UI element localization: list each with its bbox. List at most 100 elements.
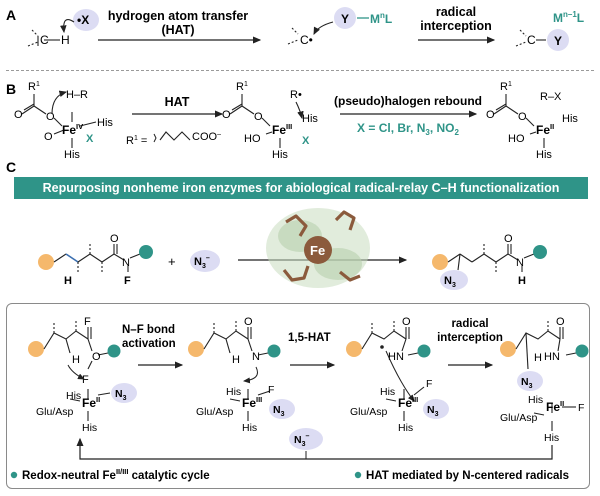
- azide-label: N3–: [194, 255, 210, 270]
- svg-text:His: His: [380, 386, 395, 398]
- complex-2: O N H His FeIII F Glu/Asp His N3: [188, 316, 295, 434]
- fe-iii-center-3: FeIII: [398, 395, 418, 410]
- svg-text:H–R: H–R: [66, 89, 88, 101]
- svg-text:His: His: [302, 113, 318, 125]
- catalytic-cycle: F O H F His FeII Glu/Asp His N3 N–F bond…: [10, 316, 589, 482]
- svg-text:O: O: [14, 109, 23, 121]
- svg-text:H: H: [232, 354, 240, 366]
- metal-label: MnL: [370, 11, 392, 26]
- svg-text:His: His: [528, 394, 543, 406]
- panel-c-label-svg: C: [6, 159, 16, 175]
- svg-text:His: His: [536, 149, 552, 161]
- step1-label-2: activation: [122, 338, 176, 350]
- svg-text:His: His: [64, 149, 80, 161]
- product-metal: Mn–1L: [553, 10, 584, 25]
- panel-c-banner: Repurposing nonheme iron enzymes for abi…: [14, 177, 588, 199]
- fe-ii-center-1: FeII: [82, 395, 100, 410]
- svg-text:N3: N3: [444, 275, 456, 289]
- legend-right-bullet: [354, 471, 362, 479]
- hat-arrow-label-1: hydrogen atom transfer: [108, 9, 248, 23]
- azide-bubble: [190, 250, 220, 272]
- svg-text:R: R: [500, 81, 508, 93]
- svg-text:R•: R•: [290, 89, 302, 101]
- svg-text:HN: HN: [544, 351, 560, 363]
- panel-c-label: C: [6, 159, 16, 175]
- svg-text:O: O: [504, 233, 513, 245]
- y-bubble: [334, 7, 356, 29]
- rebound-label: (pseudo)halogen rebound: [334, 94, 482, 108]
- svg-text:His: His: [398, 422, 413, 434]
- svg-text:F: F: [84, 316, 91, 328]
- svg-text:O: O: [556, 316, 565, 328]
- product-c: C: [527, 33, 536, 47]
- svg-text:N3: N3: [273, 404, 285, 418]
- svg-text:His: His: [66, 390, 81, 402]
- panel-c-reaction: O N F H + N3– Fe: [38, 208, 547, 290]
- panel-a-label: A: [6, 7, 16, 23]
- svg-text:X: X: [302, 135, 310, 147]
- svg-text:O: O: [46, 111, 55, 123]
- svg-text:N: N: [516, 257, 524, 269]
- product-azide: O N H N3: [432, 233, 547, 290]
- svg-text:N: N: [252, 351, 260, 363]
- svg-text:F: F: [268, 384, 274, 396]
- plus-sign: +: [168, 254, 176, 269]
- product-carbon: [515, 29, 546, 47]
- svg-text:N3: N3: [427, 404, 439, 418]
- curved-arrow-intercept: [313, 21, 334, 35]
- catalytic-cycle-box: [6, 303, 590, 489]
- substrate-ch: [27, 29, 60, 47]
- x-radical-bubble: [73, 9, 99, 31]
- panel-a: A C H •X hydrogen atom transfer (HAT) C•…: [6, 5, 584, 51]
- complex-4: O HN H N3 His FeII F Glu/Asp His: [500, 316, 589, 444]
- r1-definition: R1 = COO–: [126, 131, 221, 147]
- y-label: Y: [341, 12, 349, 26]
- svg-text:1: 1: [508, 81, 512, 88]
- cycle-return-arrow: [76, 437, 553, 460]
- step1-label-1: N–F bond: [122, 324, 175, 336]
- svg-text:N: N: [122, 257, 130, 269]
- fe-ii-label: FeII: [536, 122, 554, 137]
- svg-text:R: R: [236, 81, 244, 93]
- svg-text:Glu/Asp: Glu/Asp: [196, 406, 234, 418]
- svg-text:H: H: [64, 275, 72, 287]
- panel-b-label: B: [6, 81, 16, 97]
- svg-text:Glu/Asp: Glu/Asp: [36, 406, 74, 418]
- complex-3: O HN His FeIII F Glu/Asp His N3: [346, 316, 449, 434]
- svg-text:His: His: [562, 113, 578, 125]
- svg-text:F: F: [124, 275, 131, 287]
- svg-text:HN: HN: [388, 351, 404, 363]
- svg-text:HO: HO: [508, 133, 525, 145]
- svg-text:HO: HO: [244, 133, 261, 145]
- svg-text:O: O: [254, 111, 263, 123]
- substrate-nf: O N F H: [38, 233, 153, 287]
- divider-ab: [6, 70, 594, 71]
- radical-c: C•: [300, 33, 313, 47]
- enzyme-fe-label: Fe: [310, 243, 325, 258]
- enzyme-illustration: Fe: [266, 208, 370, 288]
- svg-text:R1 =: R1 =: [126, 135, 147, 147]
- fe-iii-label: FeIII: [272, 122, 292, 137]
- fe-ii-center-4: FeII: [546, 399, 564, 414]
- step3-label-1: radical: [451, 318, 488, 330]
- svg-text:O: O: [402, 316, 411, 328]
- svg-text:N3: N3: [521, 376, 533, 390]
- complex-1: F O H F His FeII Glu/Asp His N3: [28, 316, 137, 434]
- legend-right: HAT mediated by N-centered radicals: [366, 470, 569, 482]
- svg-text:His: His: [272, 149, 288, 161]
- svg-text:H: H: [72, 354, 80, 366]
- x-definition: X = Cl, Br, N3, NO2: [357, 121, 459, 137]
- svg-text:His: His: [226, 386, 241, 398]
- svg-text:His: His: [544, 432, 559, 444]
- intercept-label-2: interception: [420, 19, 492, 33]
- fe-iii-center-2: FeIII: [242, 395, 262, 410]
- svg-text:R: R: [28, 81, 36, 93]
- svg-text:1: 1: [244, 81, 248, 88]
- svg-text:O: O: [486, 109, 495, 121]
- svg-text:His: His: [97, 117, 113, 129]
- intercept-label-1: radical: [436, 5, 476, 19]
- step3-label-2: interception: [437, 332, 503, 344]
